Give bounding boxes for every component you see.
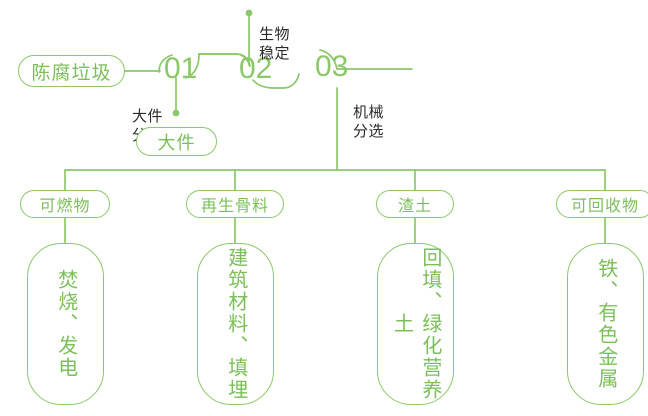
arc-01-left (158, 54, 173, 73)
stage-number-01-text: 01 (164, 52, 198, 85)
category-pill-2-label: 再生骨料 (200, 198, 269, 215)
category-pill-1[interactable]: 可燃物 (20, 190, 110, 218)
stage-number-03: 03 (315, 52, 348, 82)
stage-note-03-text: 机械 分选 (353, 104, 385, 141)
stage-number-02-text: 02 (239, 52, 273, 85)
stage-number-02: 02 (239, 54, 272, 84)
arc-02-bottom (252, 79, 275, 89)
side-output-label: 大件 (157, 132, 196, 153)
dot-02-note (245, 9, 253, 17)
category-pill-4-label: 可回收物 (570, 198, 639, 215)
usage-box-4-text: 铁、有色金属 (594, 258, 617, 390)
category-pill-2[interactable]: 再生骨料 (186, 190, 284, 218)
side-output-node-daijian[interactable]: 大件 (136, 127, 217, 156)
stage-note-03: 机械 分选 (353, 84, 384, 142)
category-pill-3-label: 渣土 (397, 198, 432, 215)
usage-box-4[interactable]: 铁、有色金属 (567, 243, 644, 405)
stage-note-02-text: 生物 稳定 (259, 26, 291, 63)
usage-box-2-text: 建筑材料、填埋 (224, 247, 247, 401)
source-node-chenfulaji[interactable]: 陈腐垃圾 (18, 55, 125, 87)
dot-01-note (172, 109, 180, 117)
usage-box-2[interactable]: 建筑材料、填埋 (197, 243, 274, 405)
arc-03-top (319, 49, 338, 70)
usage-box-1-text: 焚烧、发电 (54, 269, 77, 379)
usage-box-3-text: 回填、绿化营养土 (390, 247, 441, 401)
stage-number-01: 01 (164, 54, 197, 84)
source-node-label: 陈腐垃圾 (31, 62, 112, 84)
stage-note-02: 生物 稳定 (259, 6, 290, 64)
stage-number-03-text: 03 (315, 50, 349, 83)
category-pill-4[interactable]: 可回收物 (556, 190, 648, 218)
usage-box-3[interactable]: 回填、绿化营养土 (377, 243, 454, 405)
category-pill-1-label: 可燃物 (39, 198, 91, 215)
arc-03-left (282, 73, 300, 89)
usage-box-1[interactable]: 焚烧、发电 (27, 243, 104, 405)
category-pill-3[interactable]: 渣土 (376, 190, 454, 218)
